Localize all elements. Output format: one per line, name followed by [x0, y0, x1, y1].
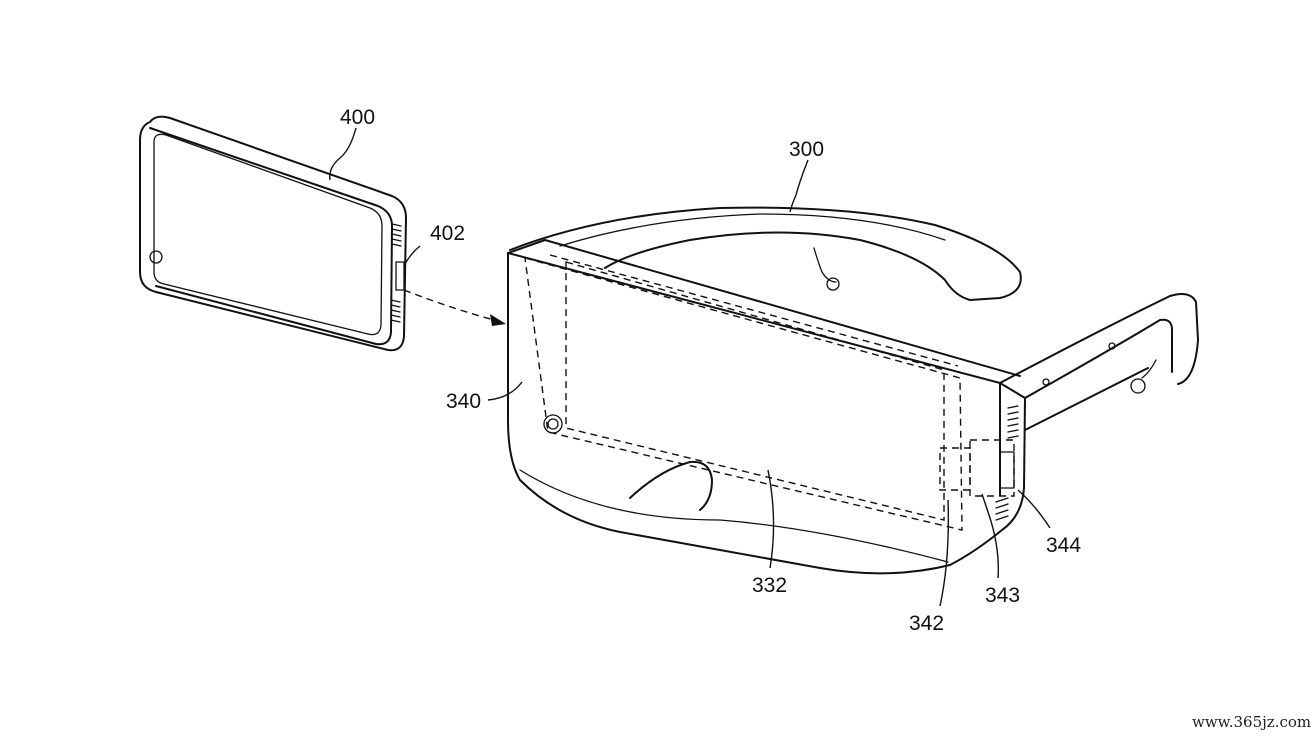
bottom-speaker-grille — [995, 497, 1009, 521]
label-400: 400 — [340, 106, 375, 129]
label-342: 342 — [909, 612, 944, 635]
label-402: 402 — [430, 222, 465, 245]
device-port — [395, 261, 405, 291]
speaker-grille-top — [391, 223, 402, 247]
watermark: www.365jz.com — [1192, 713, 1311, 731]
side-speaker-grille — [1007, 405, 1019, 439]
earphone-left-icon — [826, 277, 840, 291]
label-300: 300 — [789, 138, 824, 161]
smartphone — [139, 115, 407, 352]
label-344: 344 — [1046, 534, 1081, 557]
earphone-right-icon — [1130, 378, 1146, 394]
home-button-icon — [149, 250, 163, 264]
camera-icon — [543, 414, 563, 434]
connector-port — [999, 451, 1015, 489]
speaker-grille-bottom — [390, 299, 401, 323]
label-343: 343 — [985, 584, 1020, 607]
label-332: 332 — [752, 574, 787, 597]
headset — [507, 206, 1199, 575]
label-340: 340 — [446, 390, 481, 413]
insertion-arrow — [403, 289, 506, 326]
leader-lines — [329, 127, 1051, 607]
